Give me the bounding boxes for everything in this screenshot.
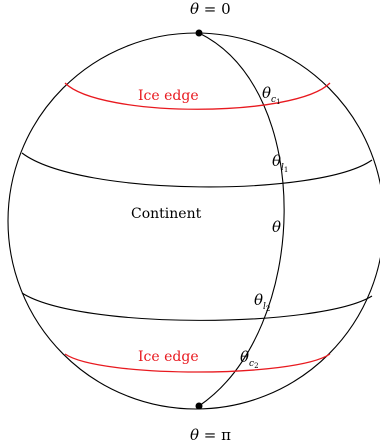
theta-c2-label: θc2 bbox=[240, 348, 259, 370]
theta-c1-label: θc1 bbox=[262, 84, 281, 106]
theta-l2-label: θl2 bbox=[254, 291, 270, 313]
south-pole-label: θ = π bbox=[190, 426, 231, 444]
ice-edge-top-label: Ice edge bbox=[138, 88, 199, 104]
north-pole-label: θ = 0 bbox=[190, 0, 231, 18]
theta-l1-label: θl1 bbox=[272, 152, 288, 174]
theta-meridian-label: θ bbox=[272, 218, 281, 236]
ice-edge-top-ring bbox=[64, 82, 331, 110]
north-pole-dot bbox=[195, 29, 203, 37]
continent-label: Continent bbox=[131, 206, 202, 222]
continent-upper-boundary bbox=[21, 152, 373, 188]
continent-lower-boundary bbox=[21, 292, 373, 321]
meridian-arc bbox=[198, 32, 285, 407]
ice-edge-bottom-ring bbox=[64, 353, 331, 373]
ice-edge-bottom-label: Ice edge bbox=[138, 349, 199, 365]
south-pole-dot bbox=[195, 402, 203, 410]
